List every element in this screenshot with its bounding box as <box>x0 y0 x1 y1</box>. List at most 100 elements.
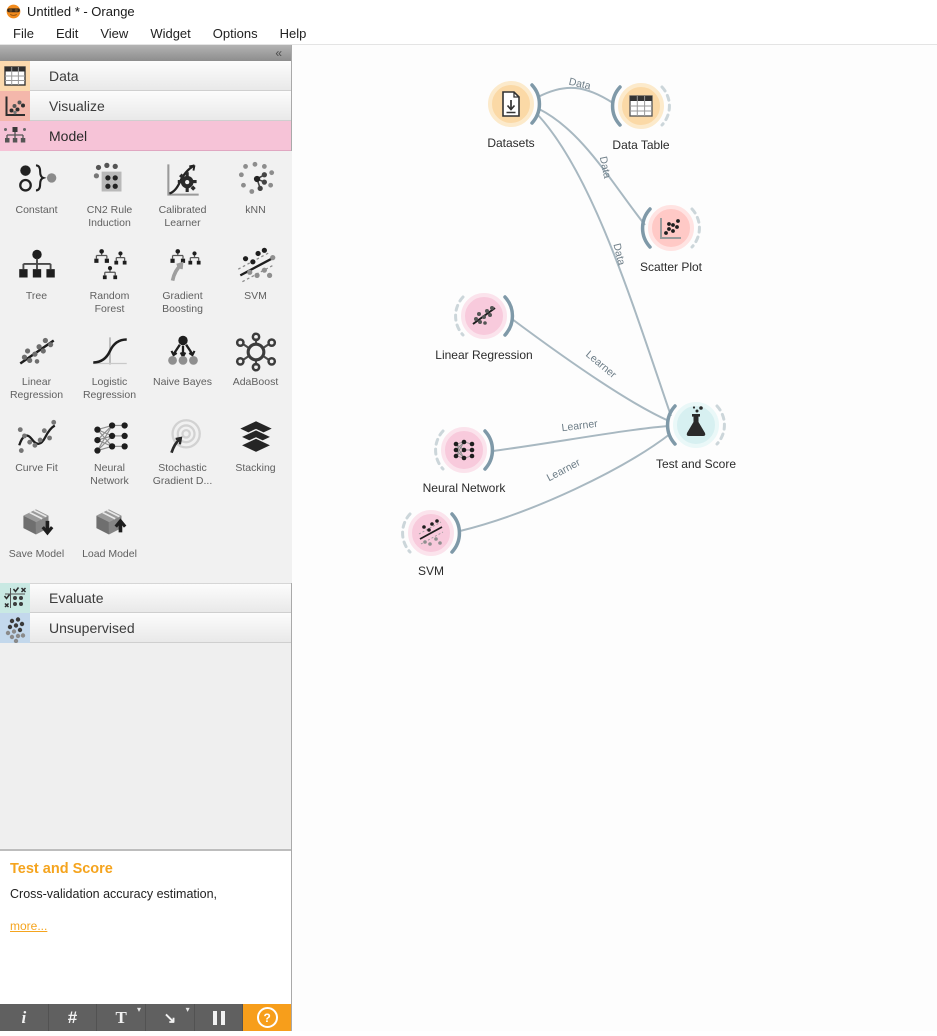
model-widget-grid: Constant CN2 Rule Induction <box>0 151 292 583</box>
curve-fit-icon <box>17 419 56 453</box>
category-model[interactable]: Model <box>0 120 291 151</box>
linear-regression-icon <box>19 337 54 365</box>
menu-item-file[interactable]: File <box>13 25 34 41</box>
text-annotation-button[interactable]: T ▾ <box>97 1004 147 1031</box>
node-linear-regression[interactable]: Linear Regression <box>435 293 533 362</box>
menu-item-widget[interactable]: Widget <box>150 25 191 41</box>
title-bar: Untitled * - Orange <box>0 0 937 22</box>
link-neuralnetwork-testandscore[interactable] <box>492 425 670 452</box>
category-visualize[interactable]: Visualize <box>0 90 291 121</box>
widget-description-panel: Test and Score Cross-validation accuracy… <box>0 849 291 1004</box>
random-forest-icon <box>93 249 127 280</box>
widget-tree[interactable]: Tree <box>0 245 73 331</box>
logistic-regression-icon <box>92 337 127 365</box>
node-label: SVM <box>418 564 444 578</box>
chevron-down-icon: ▾ <box>185 1005 190 1014</box>
widget-load-model[interactable]: Load Model <box>73 503 146 589</box>
category-data[interactable]: Data <box>0 60 291 91</box>
cn2-rule-induction-icon <box>93 162 121 192</box>
node-test-and-score[interactable]: Test and Score <box>656 402 736 471</box>
widget-label: AdaBoost <box>232 376 279 388</box>
widget-neural-network[interactable]: Neural Network <box>73 417 146 503</box>
widget-toolbox-dock: « Data Visualize <box>0 45 292 1031</box>
model-category-icon <box>0 120 30 151</box>
collapse-dock-button[interactable]: « <box>275 46 282 60</box>
widget-gradient-boosting[interactable]: Gradient Boosting <box>146 245 219 331</box>
category-label: Unsupervised <box>49 619 135 636</box>
menu-item-view[interactable]: View <box>100 25 129 41</box>
widget-svm[interactable]: SVM <box>219 245 292 331</box>
link-datasets-datatable[interactable] <box>537 86 614 104</box>
link-datasets-scatterplot[interactable] <box>538 108 646 226</box>
link-svm-testandscore[interactable] <box>459 433 671 532</box>
widget-stochastic-gradient-descent[interactable]: Stochastic Gradient D... <box>146 417 219 503</box>
node-label: Datasets <box>487 136 534 150</box>
node-svm[interactable]: SVM <box>401 510 462 578</box>
widget-label: SVM <box>244 290 267 302</box>
workflow-canvas-area[interactable]: Data Data Data Learner Learner Learner D… <box>293 45 937 1031</box>
node-label: Scatter Plot <box>640 260 703 274</box>
link-linearregression-testandscore[interactable] <box>511 318 670 422</box>
link-label: Data <box>597 155 613 179</box>
widget-label: Calibrated Learner <box>158 204 207 229</box>
pause-icon <box>212 1010 225 1025</box>
constant-icon <box>18 164 56 192</box>
data-category-icon <box>0 60 30 91</box>
category-label: Data <box>49 67 79 84</box>
widget-calibrated-learner[interactable]: Calibrated Learner <box>146 159 219 245</box>
node-label: Linear Regression <box>435 348 532 362</box>
help-icon: ? <box>256 1007 278 1028</box>
help-button[interactable]: ? <box>243 1004 292 1031</box>
link-datasets-testandscore[interactable] <box>537 114 672 417</box>
menu-item-edit[interactable]: Edit <box>55 25 79 41</box>
neural-network-icon <box>93 422 128 454</box>
widget-label: Constant <box>15 204 58 216</box>
pause-signals-button[interactable] <box>195 1004 244 1031</box>
node-label: Test and Score <box>656 457 736 471</box>
widget-linear-regression[interactable]: Linear Regression <box>0 331 73 417</box>
link-label: Data <box>610 242 627 267</box>
widget-save-model[interactable]: Save Model <box>0 503 73 589</box>
link-label: Learner <box>545 456 583 484</box>
workflow-svg: Data Data Data Learner Learner Learner D… <box>401 76 736 578</box>
gradient-boosting-icon <box>169 249 201 282</box>
node-data-table[interactable]: Data Table <box>610 83 671 152</box>
naive-bayes-icon <box>167 335 198 365</box>
toolbox-empty-area <box>0 643 291 848</box>
widget-label: Curve Fit <box>15 462 58 474</box>
arrow-icon: ↘ <box>163 1009 177 1027</box>
node-neural-network[interactable]: Neural Network <box>423 427 507 495</box>
widget-logistic-regression[interactable]: Logistic Regression <box>73 331 146 417</box>
visualize-category-icon <box>0 90 30 121</box>
info-button[interactable]: i <box>0 1004 49 1031</box>
widget-label: Tree <box>25 290 48 302</box>
node-label: Neural Network <box>423 481 507 495</box>
category-unsupervised[interactable]: Unsupervised <box>0 612 291 643</box>
widget-label: Neural Network <box>90 462 129 487</box>
category-evaluate[interactable]: Evaluate <box>0 583 291 613</box>
widget-label: Save Model <box>8 548 65 560</box>
widget-label: Logistic Regression <box>82 376 137 401</box>
widget-stacking[interactable]: Stacking <box>219 417 292 503</box>
node-scatter-plot[interactable]: Scatter Plot <box>640 205 703 274</box>
svm-icon <box>418 519 444 546</box>
node-datasets[interactable]: Datasets <box>487 81 542 150</box>
svm-icon <box>237 247 275 283</box>
widget-random-forest[interactable]: Random Forest <box>73 245 146 331</box>
widget-curve-fit[interactable]: Curve Fit <box>0 417 73 503</box>
more-link[interactable]: more... <box>10 919 48 933</box>
arrow-annotation-button[interactable]: ↘ ▾ <box>146 1004 195 1031</box>
grid-icon: # <box>67 1007 78 1027</box>
unsupervised-category-icon <box>0 612 30 643</box>
widget-label: Stacking <box>235 462 276 474</box>
widget-knn[interactable]: kNN <box>219 159 292 245</box>
widget-adaboost[interactable]: AdaBoost <box>219 331 292 417</box>
menu-item-help[interactable]: Help <box>279 25 307 41</box>
widget-label: Random Forest <box>89 290 130 315</box>
widget-constant[interactable]: Constant <box>0 159 73 245</box>
widget-naive-bayes[interactable]: Naive Bayes <box>146 331 219 417</box>
menu-item-options[interactable]: Options <box>212 25 258 41</box>
widget-label: CN2 Rule Induction <box>86 204 133 229</box>
align-grid-button[interactable]: # <box>49 1004 98 1031</box>
widget-cn2-rule-induction[interactable]: CN2 Rule Induction <box>73 159 146 245</box>
